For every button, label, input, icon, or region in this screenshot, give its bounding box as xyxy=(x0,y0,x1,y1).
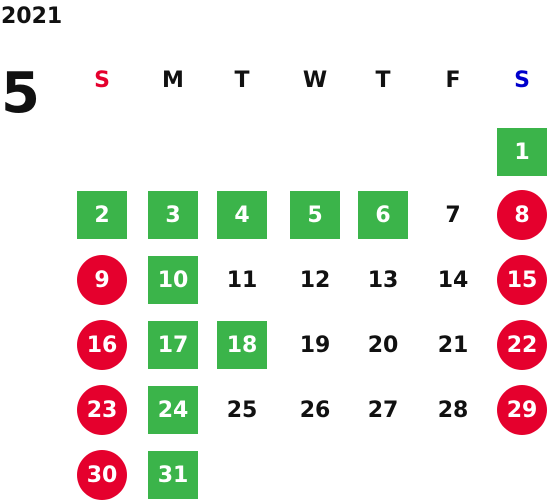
calendar-day-9[interactable]: 9 xyxy=(77,255,127,305)
calendar-day-28[interactable]: 28 xyxy=(437,397,469,423)
calendar-day-3[interactable]: 3 xyxy=(148,191,198,239)
calendar-day-10[interactable]: 10 xyxy=(148,256,198,304)
calendar-day-6[interactable]: 6 xyxy=(358,191,408,239)
weekday-fri: F xyxy=(445,68,461,93)
calendar-day-25[interactable]: 25 xyxy=(226,397,258,423)
weekday-tue: T xyxy=(234,68,250,93)
calendar-day-20[interactable]: 20 xyxy=(367,332,399,358)
calendar-day-14[interactable]: 14 xyxy=(437,267,469,293)
calendar-day-19[interactable]: 19 xyxy=(299,332,331,358)
weekday-wed: W xyxy=(302,68,328,93)
calendar-day-29[interactable]: 29 xyxy=(497,385,547,435)
calendar-day-15[interactable]: 15 xyxy=(497,255,547,305)
calendar-day-2[interactable]: 2 xyxy=(77,191,127,239)
calendar-day-31[interactable]: 31 xyxy=(148,451,198,499)
calendar-day-23[interactable]: 23 xyxy=(77,385,127,435)
calendar-day-30[interactable]: 30 xyxy=(77,450,127,500)
year-label: 2021 xyxy=(1,4,63,29)
calendar-day-26[interactable]: 26 xyxy=(299,397,331,423)
calendar-day-18[interactable]: 18 xyxy=(217,321,267,369)
weekday-mon: M xyxy=(162,68,184,93)
calendar-day-7[interactable]: 7 xyxy=(445,202,461,228)
weekday-thu: T xyxy=(375,68,391,93)
calendar-day-24[interactable]: 24 xyxy=(148,386,198,434)
calendar-day-16[interactable]: 16 xyxy=(77,320,127,370)
calendar-day-13[interactable]: 13 xyxy=(367,267,399,293)
calendar-day-8[interactable]: 8 xyxy=(497,190,547,240)
calendar-day-17[interactable]: 17 xyxy=(148,321,198,369)
calendar-day-21[interactable]: 21 xyxy=(437,332,469,358)
weekday-sun: S xyxy=(94,68,110,93)
weekday-sat: S xyxy=(514,68,530,93)
calendar-day-27[interactable]: 27 xyxy=(367,397,399,423)
calendar-day-11[interactable]: 11 xyxy=(226,267,258,293)
calendar-day-5[interactable]: 5 xyxy=(290,191,340,239)
month-label: 5 xyxy=(1,61,40,126)
calendar-day-22[interactable]: 22 xyxy=(497,320,547,370)
calendar-day-4[interactable]: 4 xyxy=(217,191,267,239)
calendar-day-1[interactable]: 1 xyxy=(497,128,547,176)
calendar-day-12[interactable]: 12 xyxy=(299,267,331,293)
